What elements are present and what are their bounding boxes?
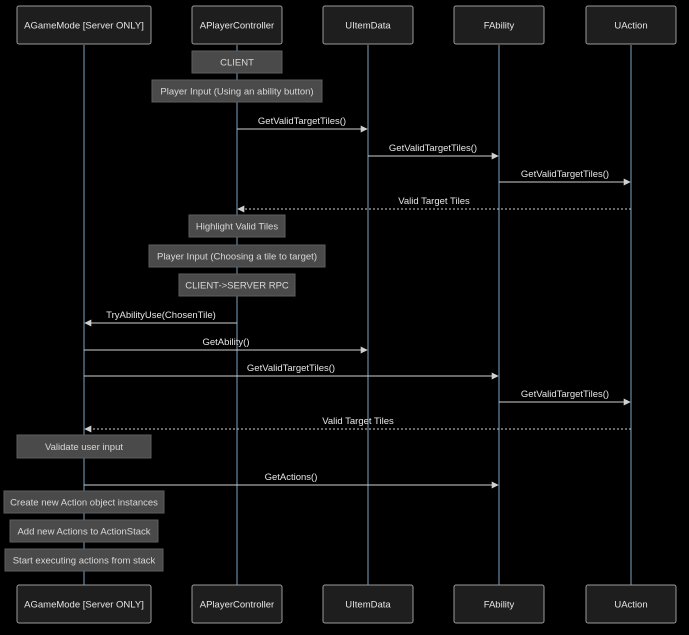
actor-agamemode-label: AGameMode [Server ONLY] — [24, 21, 144, 32]
note-client: CLIENT — [191, 50, 283, 74]
actor-fability-label: FAbility — [484, 600, 515, 611]
message-3: GetValidTargetTiles() — [499, 169, 631, 186]
message-9-label: Valid Target Tiles — [322, 416, 394, 427]
actor-agamemode-bottom: AGameMode [Server ONLY] — [16, 584, 152, 624]
note-create-action-instances-text: Create new Action object instances — [10, 498, 158, 509]
note-add-actions-to-stack: Add new Actions to ActionStack — [9, 519, 159, 543]
note-player-input-ability: Player Input (Using an ability button) — [151, 79, 323, 103]
actor-uitemdata-label: UItemData — [345, 600, 391, 611]
actor-uaction-top: UAction — [585, 5, 677, 45]
message-2-label: GetValidTargetTiles() — [389, 143, 477, 154]
note-highlight-valid-tiles-text: Highlight Valid Tiles — [196, 222, 278, 233]
message-9: Valid Target Tiles — [84, 416, 631, 433]
actor-uitemdata-bottom: UItemData — [322, 584, 414, 624]
message-6: GetAbility() — [84, 337, 368, 354]
actors-top: AGameMode [Server ONLY] APlayerControlle… — [16, 5, 677, 45]
message-1: GetValidTargetTiles() — [237, 116, 368, 133]
actor-uaction-bottom: UAction — [585, 584, 677, 624]
message-5-label: TryAbilityUse(ChosenTile) — [106, 310, 216, 321]
message-5: TryAbilityUse(ChosenTile) — [84, 310, 237, 327]
actor-agamemode-top: AGameMode [Server ONLY] — [16, 5, 152, 45]
message-6-label: GetAbility() — [203, 337, 250, 348]
messages: GetValidTargetTiles() GetValidTargetTile… — [84, 116, 631, 489]
note-validate-user-input-text: Validate user input — [45, 442, 123, 453]
message-10-label: GetActions() — [265, 472, 318, 483]
message-10: GetActions() — [84, 472, 499, 489]
note-player-input-tile-text: Player Input (Choosing a tile to target) — [157, 252, 317, 263]
actor-fability-top: FAbility — [453, 5, 545, 45]
note-highlight-valid-tiles: Highlight Valid Tiles — [188, 214, 286, 238]
actor-fability-bottom: FAbility — [453, 584, 545, 624]
note-start-executing-actions: Start executing actions from stack — [4, 548, 164, 572]
actor-aplayercontroller-top: APlayerController — [191, 5, 283, 45]
note-client-server-rpc-text: CLIENT->SERVER RPC — [185, 281, 289, 292]
note-start-executing-actions-text: Start executing actions from stack — [13, 556, 156, 567]
message-7-label: GetValidTargetTiles() — [247, 363, 335, 374]
note-client-server-rpc: CLIENT->SERVER RPC — [178, 273, 296, 297]
actor-uitemdata-label: UItemData — [345, 21, 391, 32]
note-add-actions-to-stack-text: Add new Actions to ActionStack — [17, 527, 150, 538]
actor-fability-label: FAbility — [484, 21, 515, 32]
message-8: GetValidTargetTiles() — [499, 389, 631, 406]
note-client-text: CLIENT — [220, 58, 254, 69]
actor-uitemdata-top: UItemData — [322, 5, 414, 45]
actor-aplayercontroller-label: APlayerController — [200, 21, 274, 32]
message-1-label: GetValidTargetTiles() — [258, 116, 346, 127]
actor-aplayercontroller-bottom: APlayerController — [191, 584, 283, 624]
actor-agamemode-label: AGameMode [Server ONLY] — [24, 600, 144, 611]
note-player-input-tile: Player Input (Choosing a tile to target) — [148, 244, 326, 268]
actor-uaction-label: UAction — [614, 600, 647, 611]
message-2: GetValidTargetTiles() — [368, 143, 499, 160]
note-player-input-ability-text: Player Input (Using an ability button) — [160, 87, 313, 98]
message-4: Valid Target Tiles — [237, 196, 631, 213]
message-4-label: Valid Target Tiles — [398, 196, 470, 207]
note-create-action-instances: Create new Action object instances — [3, 490, 165, 514]
message-3-label: GetValidTargetTiles() — [521, 169, 609, 180]
actor-aplayercontroller-label: APlayerController — [200, 600, 274, 611]
message-7: GetValidTargetTiles() — [84, 363, 499, 380]
actor-uaction-label: UAction — [614, 21, 647, 32]
actors-bottom: AGameMode [Server ONLY] APlayerControlle… — [16, 584, 677, 624]
notes: CLIENT Player Input (Using an ability bu… — [3, 50, 326, 572]
note-validate-user-input: Validate user input — [16, 434, 152, 459]
message-8-label: GetValidTargetTiles() — [521, 389, 609, 400]
